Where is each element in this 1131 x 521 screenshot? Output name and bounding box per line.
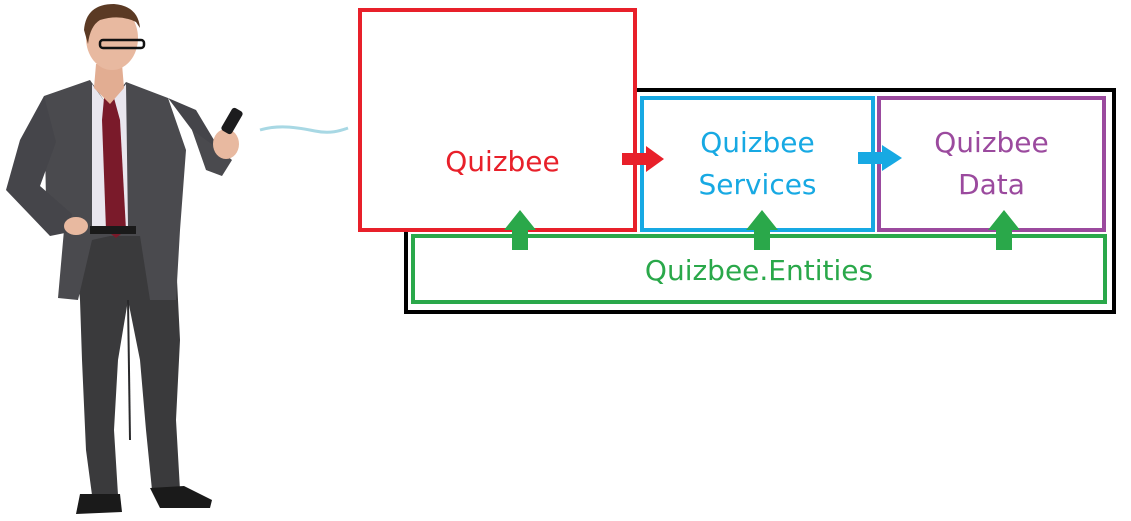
quizbee-services-label: Quizbee Services xyxy=(698,126,817,201)
quizbee-app-box: Quizbee xyxy=(358,8,637,232)
services-to-data-arrow xyxy=(858,145,902,171)
entities-to-data-arrow xyxy=(988,210,1020,250)
businessman-with-phone-icon xyxy=(6,4,243,514)
quizbee-data-label: Quizbee Data xyxy=(934,126,1049,201)
app-to-services-arrow xyxy=(622,146,664,172)
entities-to-services-arrow xyxy=(746,210,778,250)
quizbee-entities-label: Quizbee.Entities xyxy=(644,254,874,287)
entities-to-app-arrow xyxy=(504,210,536,250)
quizbee-app-label: Quizbee xyxy=(445,145,560,178)
